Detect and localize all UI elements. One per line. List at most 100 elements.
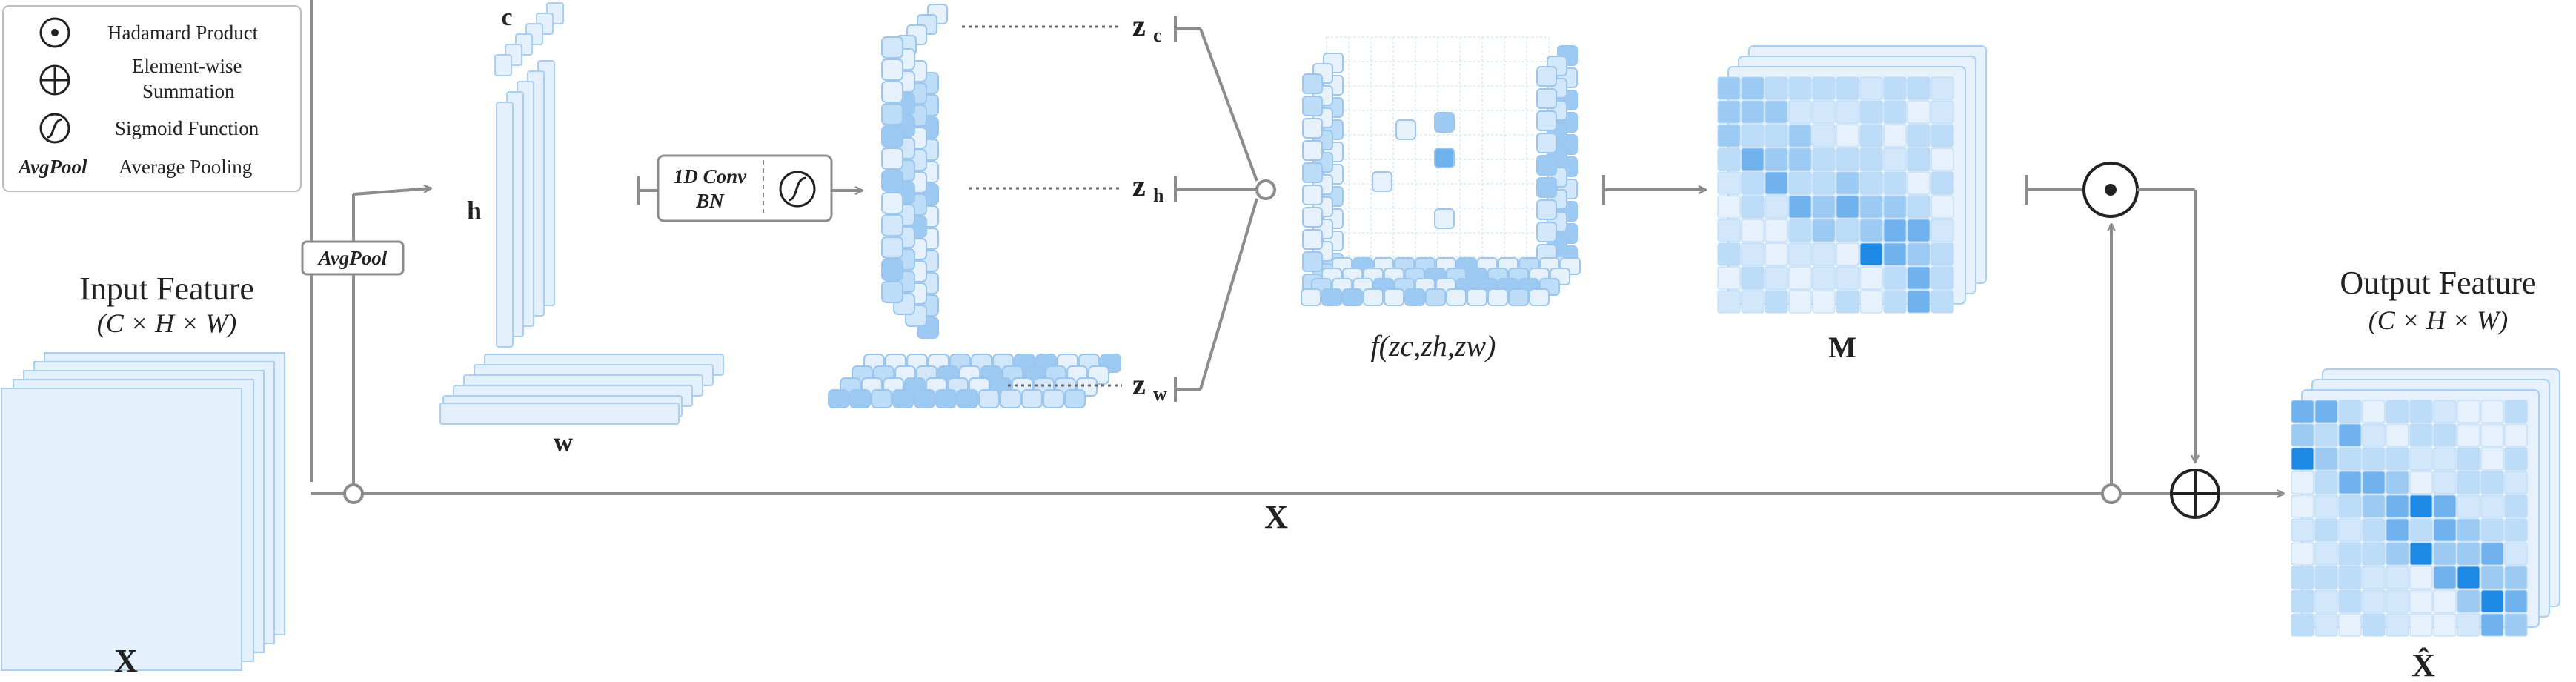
heatmap-cell [1741, 290, 1765, 314]
heatmap-cell [2433, 400, 2457, 423]
heatmap-cell [1788, 100, 1812, 124]
attention-map-symbol: M [1828, 331, 1856, 364]
pooled-h-stack [496, 60, 555, 348]
heatmap-cell [1931, 242, 1954, 266]
heatmap-cell [1907, 124, 1931, 148]
heatmap-cell [2338, 400, 2362, 423]
heatmap-cell [1741, 171, 1765, 195]
heatmap-cell [2362, 566, 2386, 589]
cube-tile [1536, 199, 1557, 220]
zh-vector-stack [881, 36, 939, 339]
heatmap-cell [1931, 219, 1954, 242]
heatmap-cell [1812, 219, 1836, 242]
heatmap-cell [1812, 124, 1836, 148]
heatmap-cell [2480, 518, 2504, 542]
heatmap-cell [2338, 589, 2362, 613]
heatmap-cell [1812, 171, 1836, 195]
cube-tile [1434, 112, 1455, 133]
heatmap-cell [2433, 613, 2457, 637]
legend-summation-label-2: Summation [142, 80, 235, 102]
heatmap-cell [1812, 290, 1836, 314]
bn-label: BN [695, 190, 725, 212]
heatmap-cell [1883, 100, 1907, 124]
heatmap-cell [2362, 447, 2386, 471]
heatmap-cell [2362, 471, 2386, 494]
fusion-cube [1301, 36, 1581, 306]
zh-tile [881, 148, 903, 170]
heatmap-cell [1765, 100, 1788, 124]
heatmap-cell [2291, 589, 2314, 613]
heatmap-cell [1883, 290, 1907, 314]
zw-tile [1000, 389, 1021, 408]
heatmap-cell [2504, 447, 2528, 471]
zw-label-sub: w [1153, 383, 1167, 405]
cube-tile [1302, 229, 1323, 250]
heatmap-cell [2362, 400, 2386, 423]
heatmap-cell [1931, 290, 1954, 314]
heatmap-cell [2457, 423, 2480, 447]
zc-vector-stack [896, 4, 948, 56]
zh-tile [881, 214, 903, 236]
heatmap-cell [2504, 423, 2528, 447]
heatmap-cell [2504, 518, 2528, 542]
heatmap-cell [1883, 266, 1907, 290]
heatmap-cell [1931, 76, 1954, 100]
zh-label-main: z [1132, 169, 1146, 202]
cube-tile [1302, 96, 1323, 116]
heatmap-cell [2409, 542, 2433, 566]
branch-point-output [2101, 483, 2122, 504]
heatmap-cell [1812, 242, 1836, 266]
heatmap-cell [1741, 195, 1765, 219]
heatmap-cell [2480, 566, 2504, 589]
zw-tile [828, 389, 849, 408]
avgpool-box: AvgPool [301, 240, 405, 276]
z-merge-node [1255, 179, 1276, 200]
heatmap-cell [2338, 613, 2362, 637]
cube-tile [1301, 288, 1321, 306]
legend-average-pooling-label: Average Pooling [119, 156, 252, 178]
heatmap-cell [1859, 148, 1883, 171]
heatmap-cell [1883, 148, 1907, 171]
heatmap-cell [2433, 494, 2457, 518]
heatmap-cell [2291, 542, 2314, 566]
heatmap-cell [1931, 148, 1954, 171]
cube-tile [1395, 119, 1416, 140]
zw-tile [914, 389, 935, 408]
cube-tile [1446, 288, 1467, 306]
heatmap-cell [1859, 124, 1883, 148]
legend-hadamard-label: Hadamard Product [107, 21, 259, 44]
heatmap-cell [1907, 219, 1931, 242]
zh-tile [881, 81, 903, 103]
heatmap-cell [2291, 566, 2314, 589]
zh-tile [881, 103, 903, 125]
heatmap-cell [2338, 471, 2362, 494]
heatmap-cell [1765, 242, 1788, 266]
cube-tile [1536, 66, 1557, 87]
heatmap-cell [2504, 471, 2528, 494]
heatmap-cell [2386, 518, 2409, 542]
cube-tile [1302, 251, 1323, 272]
heatmap-cell [1859, 100, 1883, 124]
avgpool-box-label: AvgPool [317, 247, 388, 269]
heatmap-cell [2314, 566, 2338, 589]
heatmap-cell [2504, 613, 2528, 637]
heatmap-cell [1741, 76, 1765, 100]
heatmap-cell [1717, 124, 1741, 148]
heatmap-cell [2433, 566, 2457, 589]
z-merge-lines [1174, 16, 1258, 402]
zw-label: z w [1132, 368, 1167, 405]
heatmap-cell [1788, 195, 1812, 219]
heatmap-cell [1765, 124, 1788, 148]
pooled-w-label: w [554, 427, 573, 457]
heatmap-cell [2386, 613, 2409, 637]
zw-label-main: z [1132, 368, 1146, 401]
heatmap-cell [2480, 423, 2504, 447]
heatmap-cell [1812, 76, 1836, 100]
zw-tile [871, 389, 892, 408]
element-wise-summation-icon [39, 64, 70, 96]
heatmap-cell [2338, 542, 2362, 566]
cube-tile [1536, 88, 1557, 109]
heatmap-cell [2362, 589, 2386, 613]
heatmap-cell [1765, 266, 1788, 290]
cube-tile [1536, 155, 1557, 176]
